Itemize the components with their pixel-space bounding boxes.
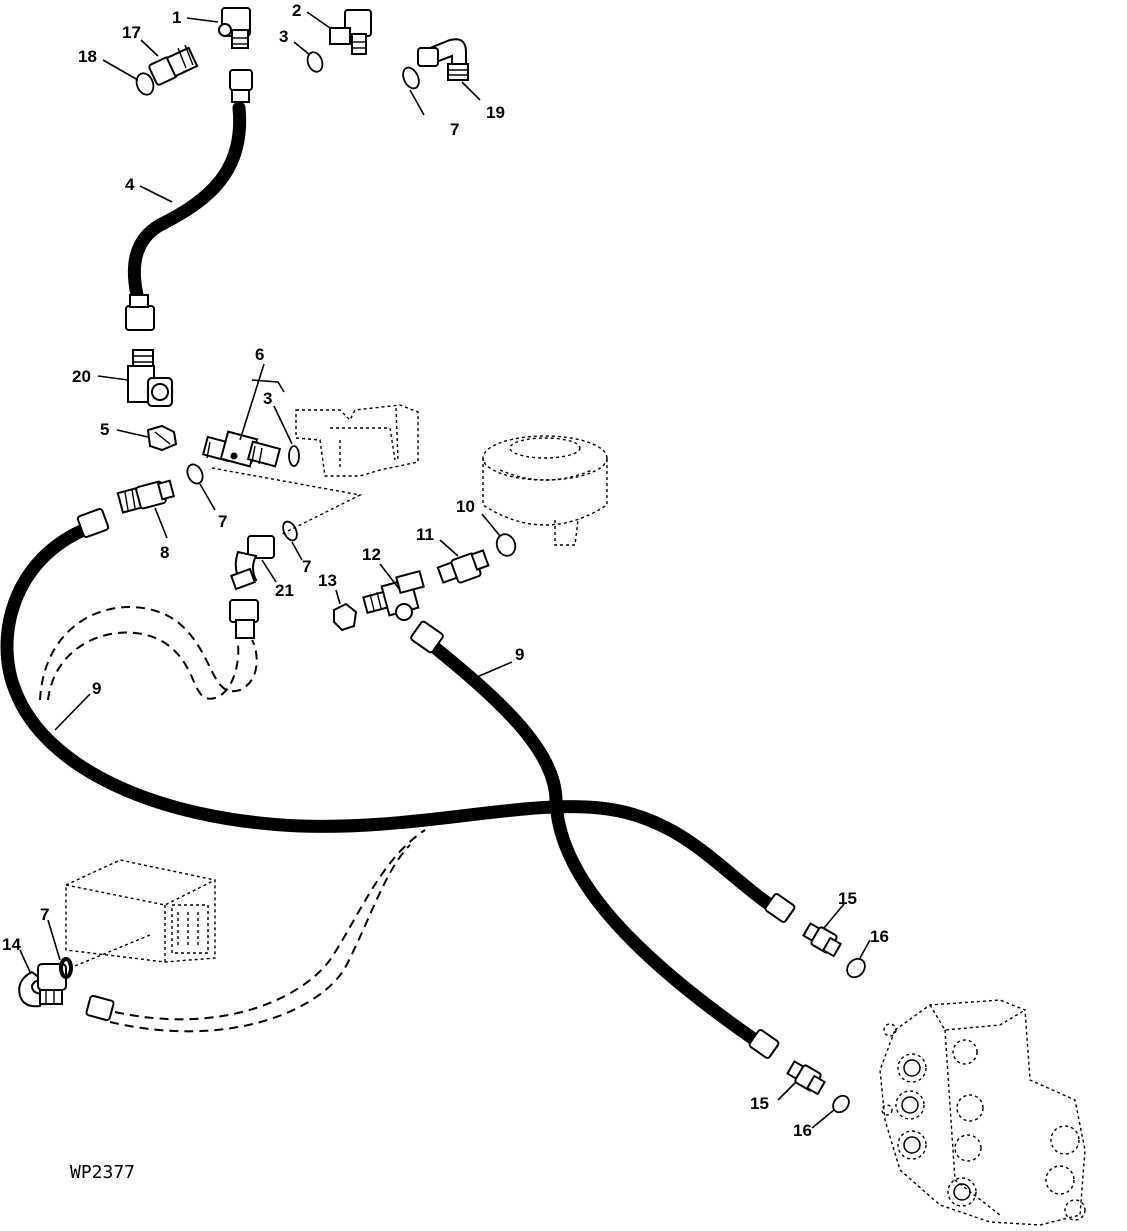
fitting-15-upper xyxy=(802,922,843,958)
fitting-17-adapter xyxy=(148,44,199,86)
fitting-11-adapter xyxy=(436,549,490,584)
fitting-14-elbow xyxy=(18,963,67,1008)
o-ring-18 xyxy=(135,72,155,96)
callout-16: 16 xyxy=(793,1121,812,1140)
o-ring-7-mid-right xyxy=(282,520,298,542)
callout-7: 7 xyxy=(450,120,459,139)
callout-6: 6 xyxy=(255,345,264,364)
callout-21: 21 xyxy=(275,581,294,600)
callout-3: 3 xyxy=(279,27,288,46)
callout-17: 17 xyxy=(122,23,141,42)
control-valve-phantom xyxy=(879,999,1086,1226)
callout-10: 10 xyxy=(456,497,475,516)
callout-4: 4 xyxy=(125,175,135,194)
callout-15: 15 xyxy=(750,1094,769,1113)
callout-14: 14 xyxy=(2,935,21,954)
bracket-phantom xyxy=(295,404,419,477)
figure-code: WP2377 xyxy=(70,1162,135,1183)
callout-11: 11 xyxy=(416,525,434,544)
o-ring-7-lower xyxy=(59,957,73,979)
alternate-hose-upper-dashed xyxy=(39,606,258,701)
fitting-2-elbow xyxy=(329,9,372,55)
callout-18: 18 xyxy=(78,47,97,66)
callout-15: 15 xyxy=(838,889,857,908)
fitting-1-elbow xyxy=(218,7,251,49)
fitting-13-cap xyxy=(333,602,358,632)
callout-7: 7 xyxy=(302,557,311,576)
callout-13: 13 xyxy=(318,571,337,590)
callout-1: 1 xyxy=(172,8,181,27)
callout-12: 12 xyxy=(362,545,381,564)
hose-end-14 xyxy=(85,994,115,1022)
phantom-routing-lines xyxy=(69,467,363,969)
o-ring-16-lower xyxy=(832,1094,850,1114)
o-ring-7-upper xyxy=(402,66,420,90)
o-ring-3-mid xyxy=(288,445,300,467)
callout-9: 9 xyxy=(92,679,101,698)
callout-labels: 1 2 17 3 18 19 7 4 6 20 3 5 10 7 11 8 12… xyxy=(2,1,889,1140)
fitting-6-tee xyxy=(201,430,282,468)
fitting-12-tee xyxy=(362,569,425,621)
alternate-hose-lower-dashed xyxy=(109,829,426,1033)
fitting-20-tee xyxy=(127,349,173,407)
filter-housing-phantom xyxy=(482,435,608,546)
fitting-21-elbow xyxy=(229,535,275,591)
callout-19: 19 xyxy=(486,103,505,122)
o-ring-16-upper xyxy=(846,957,866,979)
hose-9-long xyxy=(0,508,796,923)
callout-16: 16 xyxy=(870,927,889,946)
leader-lines xyxy=(19,11,871,1129)
fitting-15-lower xyxy=(786,1060,827,1096)
fitting-8-adapter xyxy=(116,479,176,514)
hose-4 xyxy=(125,69,253,331)
callout-5: 5 xyxy=(100,420,109,439)
hose-9-second xyxy=(410,620,780,1059)
o-ring-7-mid-left xyxy=(186,463,204,485)
block-phantom xyxy=(65,859,216,963)
callout-20: 20 xyxy=(72,367,91,386)
fitting-19-elbow xyxy=(417,38,469,81)
hose-end-21 xyxy=(229,599,259,639)
o-rings xyxy=(59,51,866,1114)
callout-3: 3 xyxy=(263,389,272,408)
callout-8: 8 xyxy=(160,543,169,562)
callout-2: 2 xyxy=(292,1,301,20)
callout-7: 7 xyxy=(40,905,49,924)
o-ring-10 xyxy=(495,533,517,557)
callout-7: 7 xyxy=(218,512,227,531)
callout-9: 9 xyxy=(515,645,524,664)
fitting-5-nut xyxy=(146,424,178,452)
o-ring-3-upper xyxy=(306,51,324,73)
